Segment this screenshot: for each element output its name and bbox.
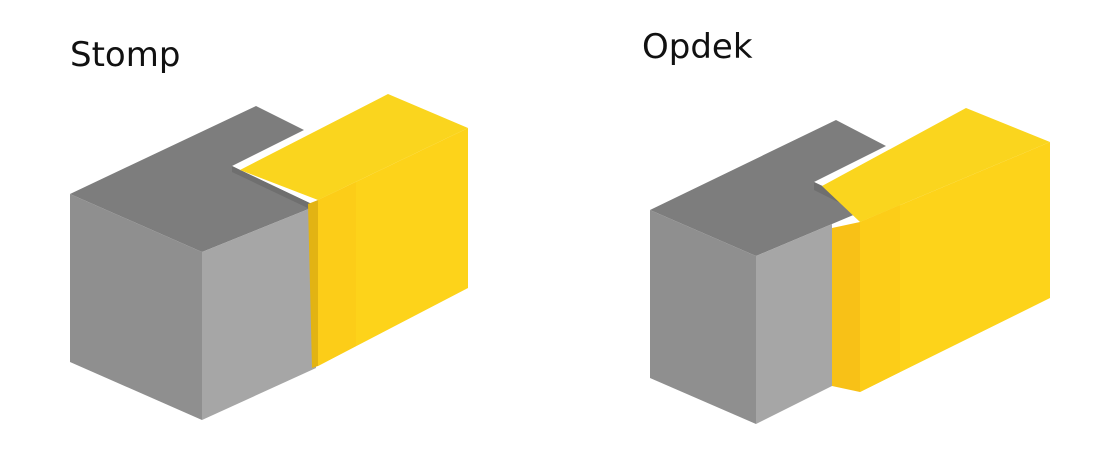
stomp-gray-notch — [232, 166, 316, 210]
stomp-gray-top — [70, 106, 316, 252]
opdek-yellow-top — [822, 108, 1050, 222]
opdek-gray-side — [756, 224, 832, 424]
opdek-gray-top — [650, 120, 886, 256]
stomp-gray-front — [70, 194, 202, 420]
stomp-gray-side — [202, 206, 316, 420]
stomp-yellow-shade — [318, 182, 356, 366]
opdek-yellow-shade — [860, 205, 900, 392]
label-opdek: Opdek — [642, 27, 753, 67]
opdek-yellow-front — [860, 142, 1050, 392]
label-stomp: Stomp — [70, 35, 181, 75]
figure-opdek — [650, 108, 1050, 424]
stomp-yellow-top — [240, 94, 468, 200]
figure-stomp — [70, 94, 468, 420]
opdek-yellow-edge — [832, 222, 860, 392]
stomp-seam — [308, 200, 318, 368]
opdek-gray-front — [650, 210, 756, 424]
